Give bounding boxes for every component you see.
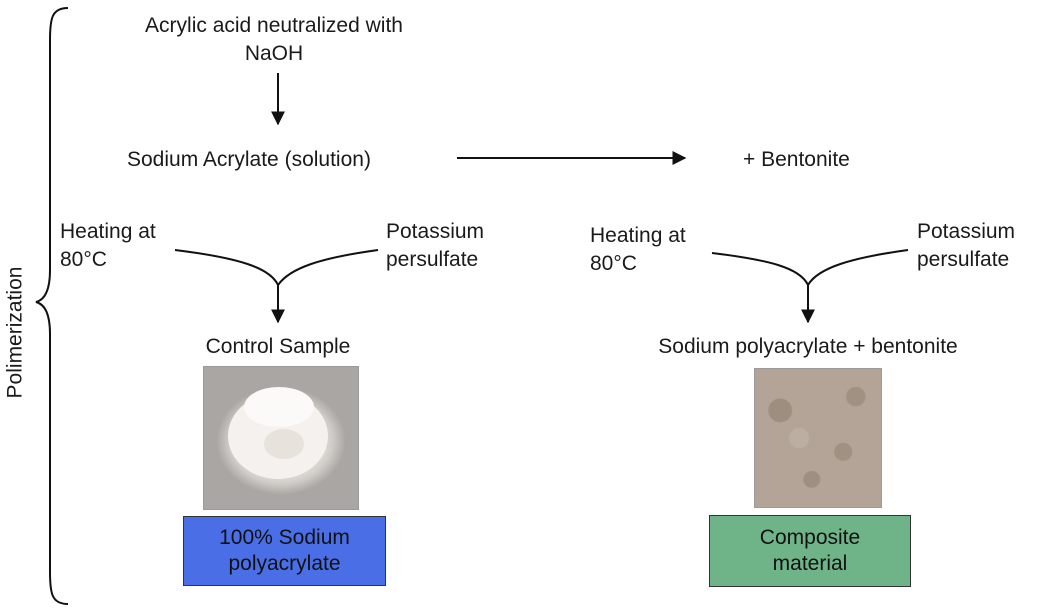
composite-material-box: Composite material xyxy=(709,515,911,587)
blue-box-line2: polyacrylate xyxy=(228,552,341,575)
green-box-line2: material xyxy=(772,552,848,575)
bentonite-label: + Bentonite xyxy=(743,148,850,171)
left-potassium-line1: Potassium xyxy=(386,220,485,243)
composite-material-photo xyxy=(754,368,882,508)
curly-brace xyxy=(35,7,69,605)
right-merge-left-curve xyxy=(711,252,809,286)
left-heating-line1: Heating at xyxy=(60,220,156,243)
composite-result-label: Sodium polyacrylate + bentonite xyxy=(658,335,958,358)
polymerization-side-label: Polimerization xyxy=(3,266,27,399)
right-merge-right-curve xyxy=(807,249,909,286)
sodium-polyacrylate-box: 100% Sodium polyacrylate xyxy=(183,516,386,586)
left-merge-right-curve xyxy=(277,249,379,286)
top-label-line1: Acrylic acid neutralized with xyxy=(145,14,403,37)
green-box-line1: Composite xyxy=(759,526,861,549)
control-sample-photo xyxy=(203,366,359,510)
top-label-line2: NaOH xyxy=(244,42,304,65)
right-heating-line2: 80°C xyxy=(590,252,637,275)
control-sample-label: Control Sample xyxy=(205,335,351,358)
left-merge-left-curve xyxy=(174,249,279,286)
right-potassium-line1: Potassium xyxy=(917,220,1016,243)
left-potassium-line2: persulfate xyxy=(386,248,479,271)
right-potassium-line2: persulfate xyxy=(917,248,1010,271)
right-heating-line1: Heating at xyxy=(590,224,686,247)
sodium-acrylate-label: Sodium Acrylate (solution) xyxy=(127,148,371,171)
left-heating-line2: 80°C xyxy=(60,248,107,271)
blue-box-line1: 100% Sodium xyxy=(219,526,350,549)
